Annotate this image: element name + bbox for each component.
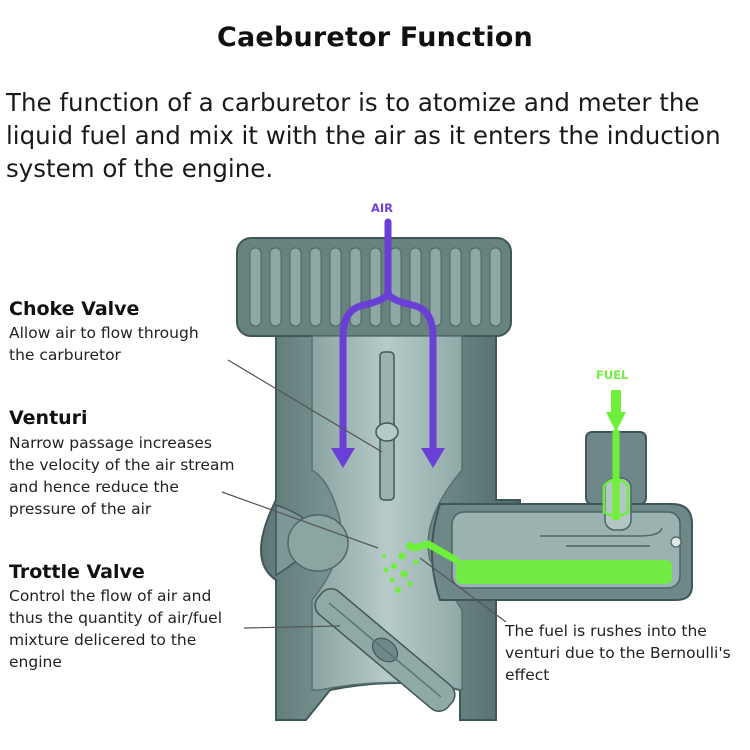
- venturi-heading: Venturi: [9, 407, 88, 429]
- leader-lines: [221, 359, 507, 629]
- throttle-desc-line: Control the flow of air and: [9, 587, 212, 605]
- intro-line: liquid fuel and mix it with the air as i…: [6, 121, 721, 150]
- throttle-desc-line: mixture delicered to the: [9, 631, 197, 649]
- throttle-desc-line: thus the quantity of air/fuel: [9, 609, 223, 627]
- choke-valve-description: Allow air to flow through the carburetor: [9, 322, 199, 366]
- throttle-desc-line: engine: [9, 653, 62, 671]
- fuel-note-line: effect: [505, 666, 550, 684]
- venturi-desc-line: and hence reduce the: [9, 478, 179, 496]
- fuel-flow: [382, 390, 672, 593]
- intro-text: The function of a carburetor is to atomi…: [6, 86, 741, 185]
- page-title: Caeburetor Function: [217, 22, 533, 53]
- throttle-valve-plate: [314, 588, 456, 712]
- air-flow: [339, 218, 437, 452]
- air-filter-cap: [236, 237, 512, 337]
- choke-valve-heading: Choke Valve: [9, 298, 140, 320]
- air-arrowheads: [331, 448, 445, 468]
- choke-desc-line: Allow air to flow through: [9, 324, 199, 342]
- choke-desc-line: the carburetor: [9, 346, 121, 364]
- air-tag: AIR: [371, 201, 393, 215]
- fuel-note-line: venturi due to the Bernoulli's: [505, 644, 731, 662]
- intro-line: The function of a carburetor is to atomi…: [6, 88, 700, 117]
- venturi-desc-line: the velocity of the air stream: [9, 456, 235, 474]
- fuel-note-line: The fuel is rushes into the: [505, 622, 707, 640]
- venturi-desc-line: pressure of the air: [9, 500, 152, 518]
- choke-valve-plate: [375, 351, 399, 501]
- fuel-bernoulli-note: The fuel is rushes into the venturi due …: [505, 620, 731, 686]
- carburetor-body: [260, 335, 521, 721]
- throttle-valve-description: Control the flow of air and thus the qua…: [9, 585, 222, 673]
- venturi-desc-line: Narrow passage increases: [9, 434, 213, 452]
- intro-line: system of the engine.: [6, 154, 274, 183]
- fuel-spray: [382, 542, 419, 593]
- fuel-tag: FUEL: [596, 368, 629, 382]
- venturi-description: Narrow passage increases the velocity of…: [9, 432, 235, 520]
- throttle-valve-heading: Trottle Valve: [9, 561, 145, 583]
